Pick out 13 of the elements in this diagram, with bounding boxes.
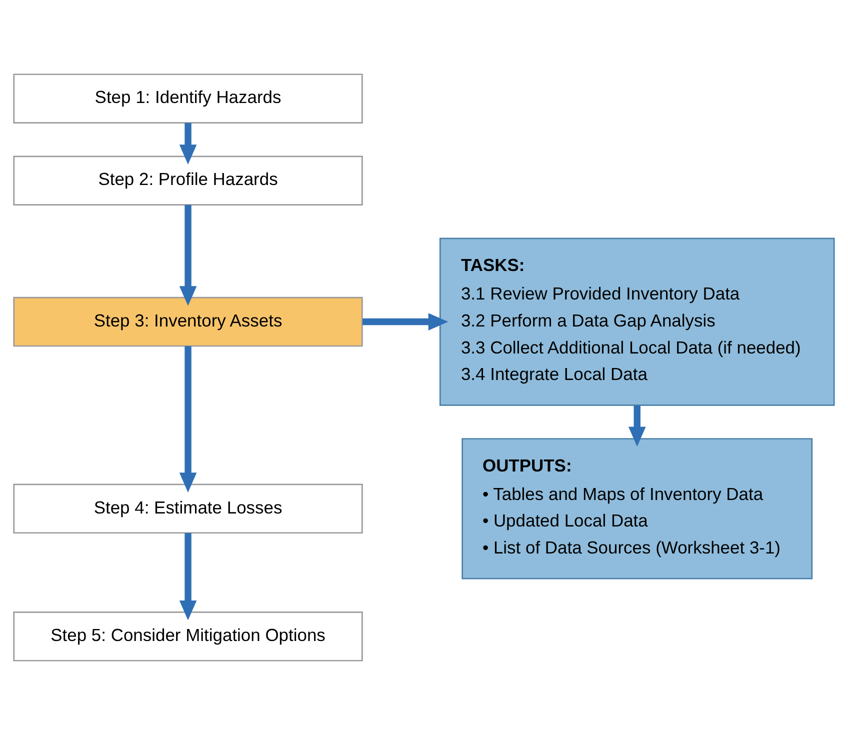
arrow [179,204,197,306]
node-box: Step 1: Identify Hazards [13,73,363,123]
arrow [179,532,197,620]
arrow [362,312,448,330]
arrow [179,346,197,492]
node-box: TASKS: 3.1 Review Provided Inventory Data 3.2 Perform a Data Gap Analysis 3.3 Collect Additional Local Data (if needed) 3.4 Integrate Local Data [439,237,835,406]
node-box: Step 2: Profile Hazards [13,155,363,205]
node-box: Step 4: Estimate Losses [13,483,363,534]
node-box: Step 3: Inventory Assets [13,296,363,346]
node-box: OUTPUTS: • Tables and Maps of Inventory Data • Updated Local Data • List of Data Sources (Worksheet 3-1) [462,438,813,579]
node-box: Step 5: Consider Mitigation Options [13,611,363,661]
arrow [628,405,646,446]
arrow [179,122,197,164]
